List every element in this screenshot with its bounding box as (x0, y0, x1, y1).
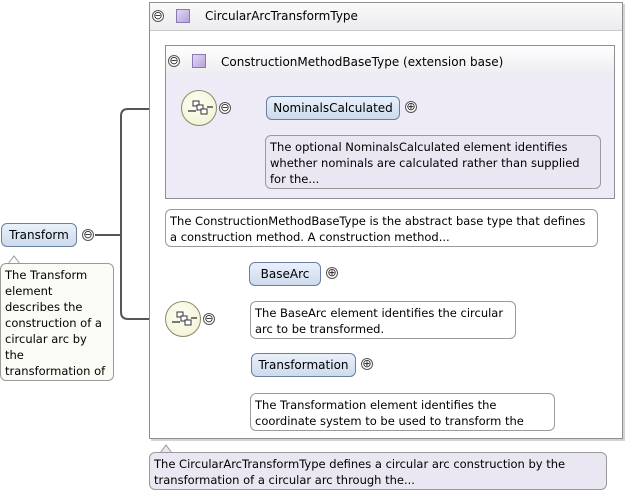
outer-type-title: CircularArcTransformType (205, 9, 358, 23)
complex-type-icon (176, 9, 190, 23)
collapse-sequence-icon[interactable]: ⊖ (203, 312, 215, 325)
base-arc-doc: The BaseArc element identifies the circu… (250, 301, 516, 339)
expand-nominals-calculated-icon[interactable]: ⊕ (405, 100, 417, 113)
transform-doc: The Transform element describes the cons… (0, 263, 114, 381)
expand-transformation-icon[interactable]: ⊕ (361, 357, 373, 370)
sequence-glyph (172, 311, 197, 326)
outer-type-doc: The CircularArcTransformType defines a c… (149, 452, 607, 490)
transformation-doc: The Transformation element identifies th… (250, 393, 555, 431)
collapse-base-type-icon[interactable]: ⊖ (168, 54, 180, 67)
base-type-title: ConstructionMethodBaseType (extension ba… (221, 55, 504, 69)
collapse-transform-icon[interactable]: ⊖ (82, 228, 94, 241)
element-transform[interactable]: Transform (1, 223, 77, 247)
outer-type-header (150, 3, 622, 31)
base-type-doc: The ConstructionMethodBaseType is the ab… (165, 209, 598, 247)
collapse-outer-type-icon[interactable]: ⊖ (152, 9, 164, 22)
collapse-base-sequence-icon[interactable]: ⊖ (219, 101, 231, 114)
sequence-glyph (188, 100, 213, 115)
base-type-header (166, 46, 614, 76)
sequence-compositor-icon[interactable] (165, 301, 201, 337)
complex-type-icon (192, 54, 206, 68)
sequence-compositor-icon[interactable] (181, 90, 217, 126)
element-base-arc[interactable]: BaseArc (249, 262, 321, 286)
nominals-calculated-doc: The optional NominalsCalculated element … (265, 135, 601, 189)
element-transformation[interactable]: Transformation (251, 353, 356, 377)
element-nominals-calculated[interactable]: NominalsCalculated (266, 96, 400, 120)
expand-base-arc-icon[interactable]: ⊕ (326, 266, 338, 279)
